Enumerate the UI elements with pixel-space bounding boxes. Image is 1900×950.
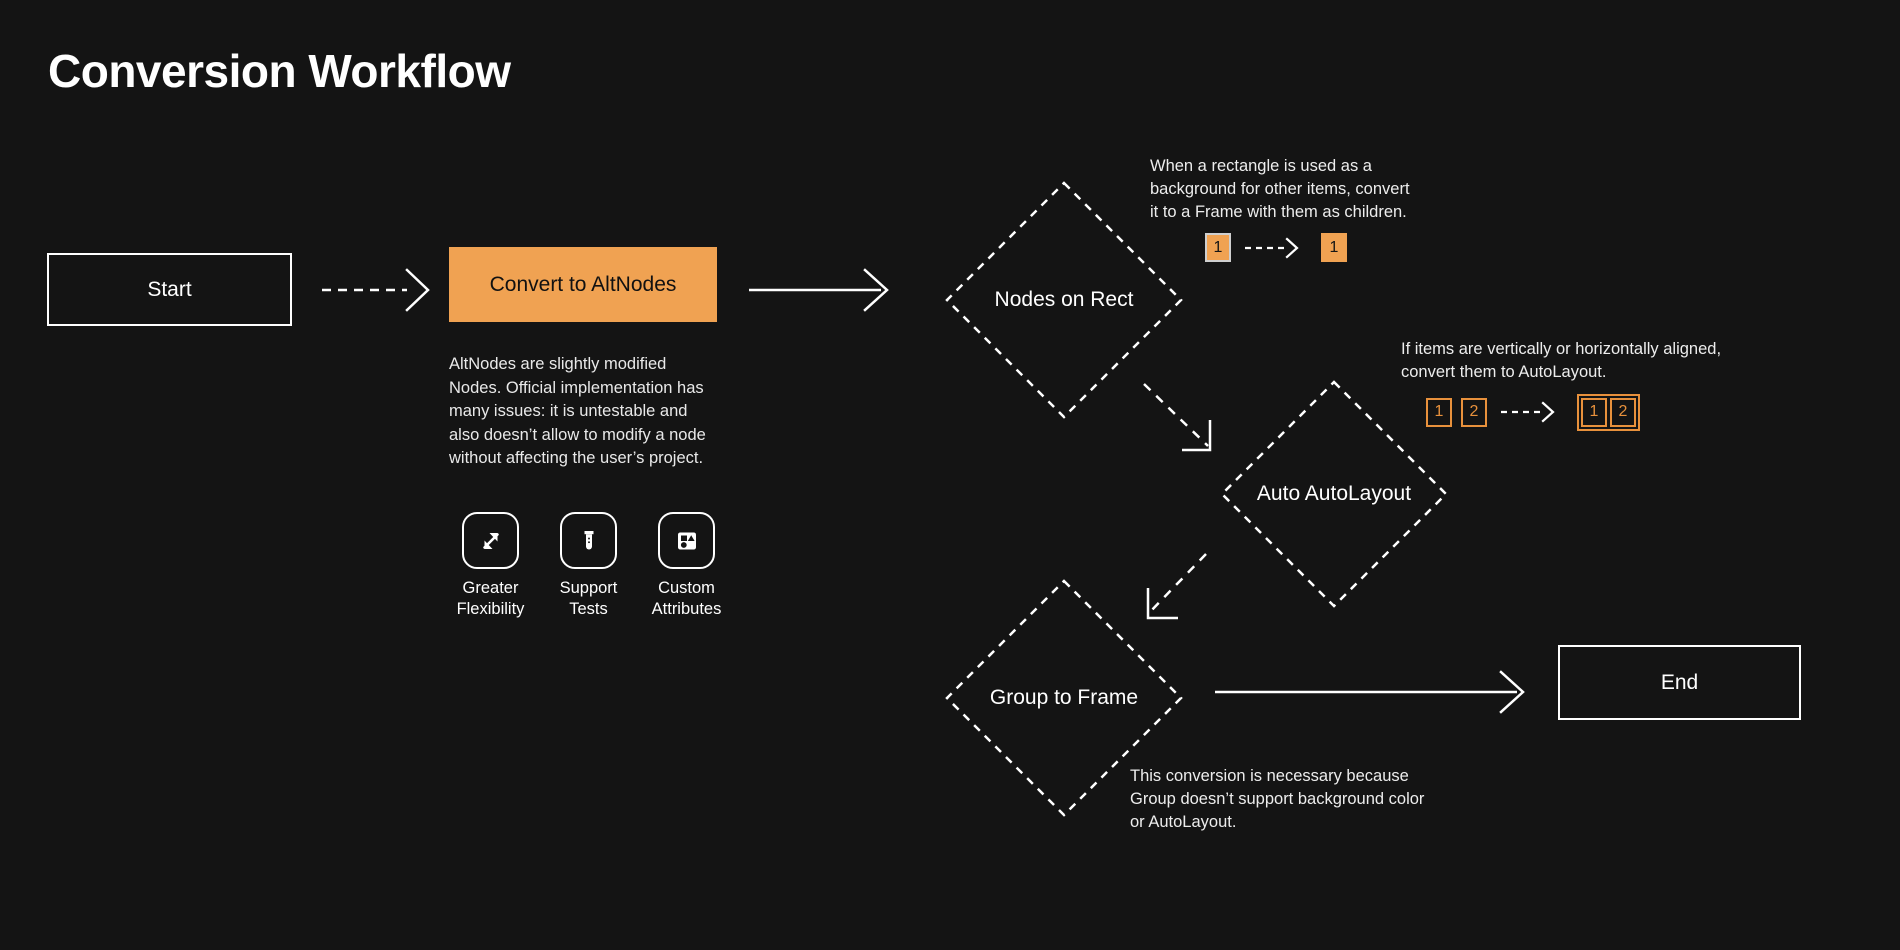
feature-greater-flexibility-label: Greater Flexibility xyxy=(456,579,525,619)
annotation-group-frame-text: This conversion is necessary because Gro… xyxy=(1130,767,1425,831)
feature-custom-attributes-label: Custom Attributes xyxy=(651,579,722,619)
node-convert-label: Convert to AltNodes xyxy=(489,272,677,296)
node-auto-autolayout[interactable]: Auto AutoLayout xyxy=(1219,379,1449,609)
node-auto-autolayout-label: Auto AutoLayout xyxy=(1256,482,1412,505)
chips-after-autolayout-frame: 1 2 xyxy=(1577,393,1640,431)
altnodes-description: AltNodes are slightly modified Nodes. Of… xyxy=(449,355,706,468)
expand-arrows-icon xyxy=(462,512,519,569)
feature-support-tests-label: Support Tests xyxy=(559,579,618,619)
dashed-arrow-icon xyxy=(1245,237,1299,259)
edge-start-to-convert xyxy=(322,268,430,312)
page-title: Conversion Workflow xyxy=(48,45,511,97)
feature-list: Greater Flexibility Support Tests xyxy=(449,512,729,621)
annotation-autolayout-text: If items are vertically or horizontally … xyxy=(1401,340,1722,381)
dashed-arrow-icon xyxy=(1501,401,1555,423)
shapes-icon xyxy=(658,512,715,569)
node-nodes-on-rect[interactable]: Nodes on Rect xyxy=(944,180,1184,420)
annotation-rect-background-demo: 1 1 xyxy=(1150,233,1420,263)
edge-auto-autolayout-to-group-to-frame xyxy=(1146,553,1207,620)
node-start-label: Start xyxy=(147,277,192,301)
node-start[interactable]: Start xyxy=(47,253,292,326)
node-end-label: End xyxy=(1660,670,1699,694)
node-group-to-frame[interactable]: Group to Frame xyxy=(944,578,1184,818)
diamond-shape-group-to-frame xyxy=(945,579,1183,817)
annotation-autolayout: If items are vertically or horizontally … xyxy=(1401,338,1731,431)
node-end[interactable]: End xyxy=(1558,645,1801,720)
node-group-to-frame-label: Group to Frame xyxy=(989,686,1139,709)
annotation-rect-background-text: When a rectangle is used as a background… xyxy=(1150,157,1410,221)
chip-before-1: 1 xyxy=(1426,397,1452,427)
chips-before-group: 1 2 xyxy=(1426,397,1487,427)
diamond-shape-nodes-on-rect xyxy=(945,181,1183,419)
diamond-shape-auto-autolayout xyxy=(1220,380,1448,608)
feature-custom-attributes: Custom Attributes xyxy=(645,512,728,621)
chip-before-1: 1 xyxy=(1205,233,1231,263)
test-tube-icon xyxy=(560,512,617,569)
chip-after-1: 1 xyxy=(1581,397,1607,427)
edge-convert-to-nodes-on-rect xyxy=(749,268,889,312)
chip-before-2: 2 xyxy=(1461,397,1487,427)
edge-nodes-on-rect-to-auto-autolayout xyxy=(1143,383,1212,452)
edge-group-to-frame-to-end xyxy=(1215,670,1525,714)
annotation-autolayout-demo: 1 2 1 2 xyxy=(1401,393,1731,431)
feature-greater-flexibility: Greater Flexibility xyxy=(449,512,532,621)
feature-support-tests: Support Tests xyxy=(547,512,630,621)
chip-after-2: 2 xyxy=(1610,397,1636,427)
chip-after-1: 1 xyxy=(1321,233,1347,263)
node-convert-to-altnodes[interactable]: Convert to AltNodes xyxy=(449,247,717,322)
annotation-rect-background: When a rectangle is used as a background… xyxy=(1150,155,1420,263)
node-nodes-on-rect-label: Nodes on Rect xyxy=(994,288,1134,311)
annotation-group-frame: This conversion is necessary because Gro… xyxy=(1130,765,1430,833)
